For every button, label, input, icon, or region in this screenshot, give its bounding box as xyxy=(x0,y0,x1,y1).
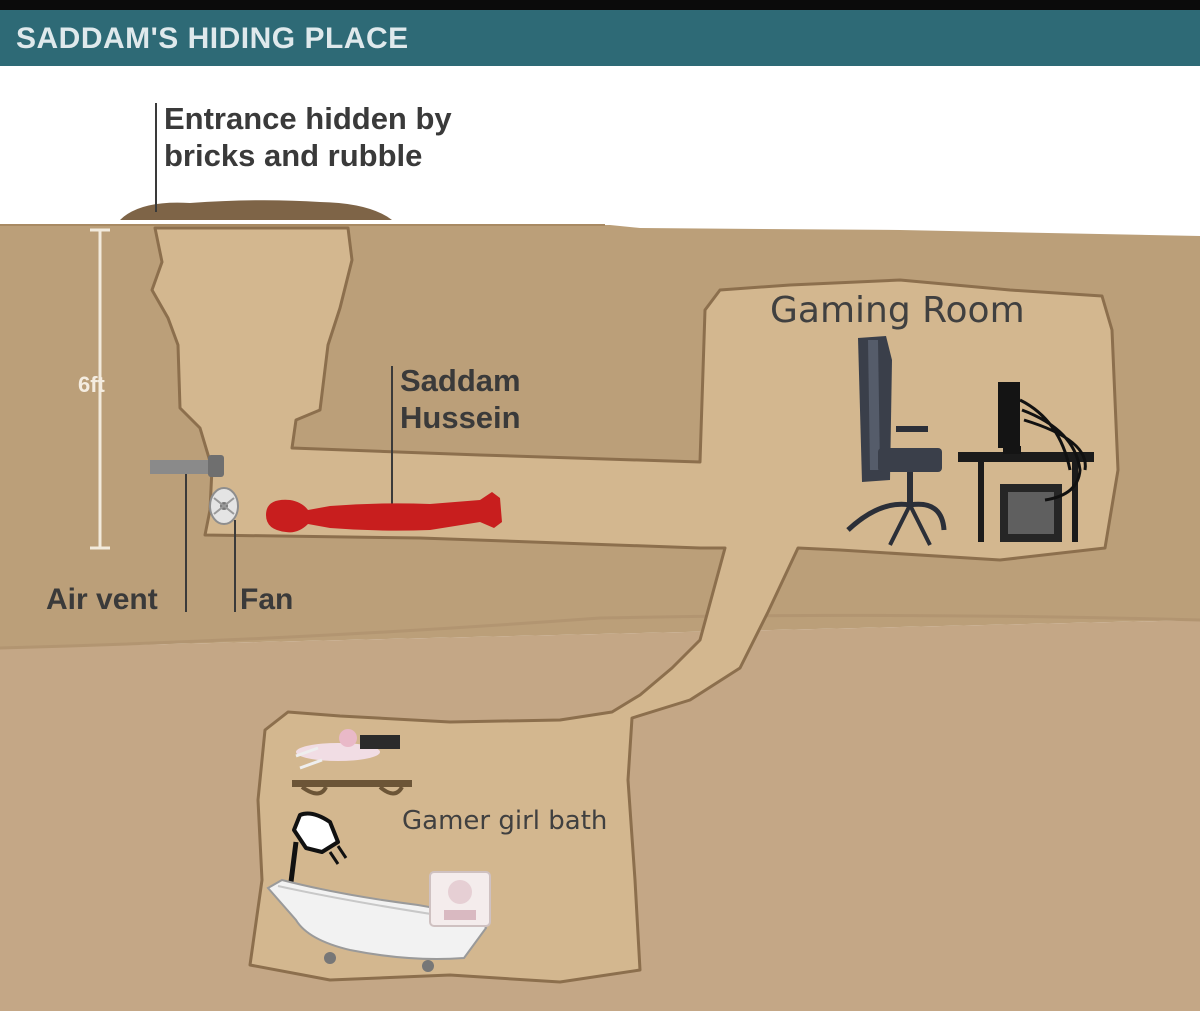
shelf-icon xyxy=(292,780,412,796)
shelf-figure-icon xyxy=(295,729,400,770)
gaming-room-label: Gaming Room xyxy=(770,290,1025,331)
person-silhouette-icon xyxy=(266,492,502,533)
saddam-label-line2: Hussein xyxy=(400,400,521,436)
header-bar: SADDAM'S HIDING PLACE xyxy=(0,10,1200,66)
saddam-label: Saddam Hussein xyxy=(400,362,521,436)
entrance-label-line2: bricks and rubble xyxy=(164,138,423,174)
monitor-icon xyxy=(998,382,1021,454)
rubble-mound xyxy=(120,200,392,220)
depth-label: 6ft xyxy=(78,372,105,397)
air-vent-icon xyxy=(150,455,224,477)
fan-icon xyxy=(209,487,239,525)
top-black-strip xyxy=(0,0,1200,10)
pc-tower-icon xyxy=(1000,484,1062,542)
fan-label: Fan xyxy=(240,583,294,616)
jar-icon xyxy=(429,871,491,927)
hand-icon xyxy=(287,811,348,891)
gaming-chair-icon xyxy=(846,336,947,546)
entrance-label-line1: Entrance hidden by xyxy=(164,101,452,136)
desk-cables xyxy=(1019,398,1087,502)
entrance-label: Entrance hidden by bricks and rubble xyxy=(164,100,452,174)
depth-marker xyxy=(90,228,110,550)
saddam-label-line1: Saddam xyxy=(400,363,521,398)
air-vent-label: Air vent xyxy=(46,583,158,616)
page-title: SADDAM'S HIDING PLACE xyxy=(16,22,409,55)
bath-label: Gamer girl bath xyxy=(402,806,608,836)
computer-desk-icon xyxy=(958,452,1094,542)
ground-boundary xyxy=(0,613,1200,650)
